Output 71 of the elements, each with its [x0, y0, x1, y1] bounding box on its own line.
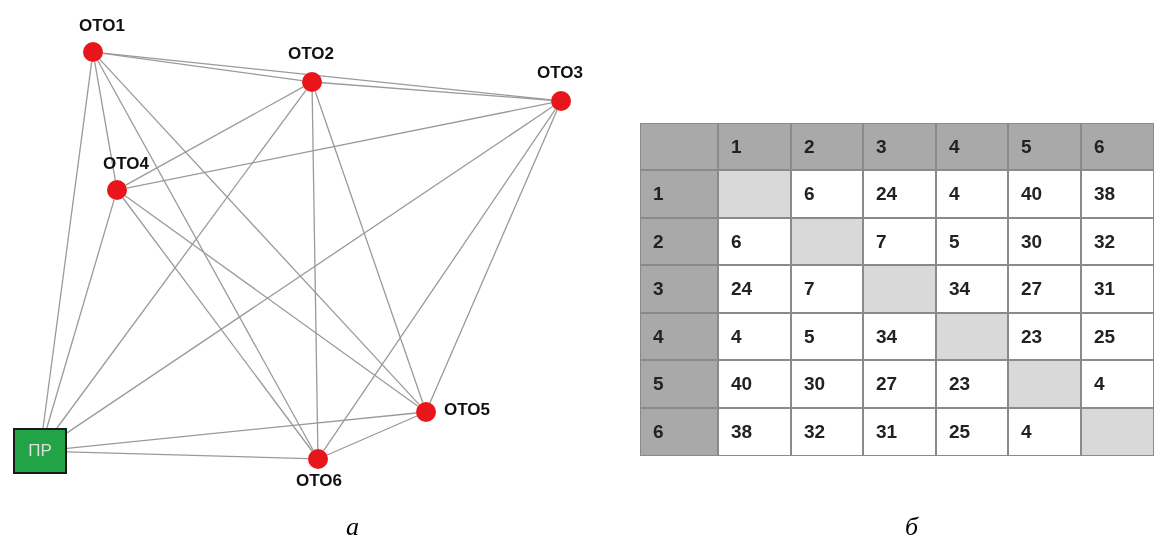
table-cell: 31: [863, 408, 936, 456]
process-box: ПР: [13, 428, 67, 474]
connector-line: [94, 61, 116, 181]
connector-line: [42, 61, 93, 429]
connector-line: [66, 451, 309, 460]
table-cell: 31: [1081, 265, 1154, 313]
header-cell: 6: [1081, 123, 1154, 170]
connector-line: [66, 105, 554, 434]
vertex-label: ОТО3: [537, 63, 583, 83]
table-cell: 24: [718, 265, 791, 313]
connector-line: [97, 60, 314, 451]
connector-line: [46, 198, 115, 429]
table-cell: 25: [1081, 313, 1154, 360]
table-cell: 23: [1008, 313, 1081, 360]
connector-line: [321, 82, 552, 101]
connector-line: [66, 412, 417, 449]
header-cell: 2: [640, 218, 718, 265]
table-cell: 32: [1081, 218, 1154, 265]
vertex-label: ОТО4: [103, 154, 149, 174]
table-cell: 32: [791, 408, 863, 456]
panel-caption: а: [346, 512, 359, 542]
table-cell: 5: [936, 218, 1008, 265]
table-cell: 23: [936, 360, 1008, 408]
connector-line: [99, 58, 420, 406]
vertex-label: ОТО2: [288, 44, 334, 64]
table-cell: 4: [1008, 408, 1081, 456]
table-cell: 34: [863, 313, 936, 360]
table-cell: 38: [718, 408, 791, 456]
header-cell: 6: [640, 408, 718, 456]
table-cell: 6: [718, 218, 791, 265]
connector-line: [56, 89, 307, 429]
table-cell: 7: [791, 265, 863, 313]
table-cell: 4: [718, 313, 791, 360]
header-cell: 1: [718, 123, 791, 170]
table-cell: 6: [791, 170, 863, 218]
connector-line: [326, 415, 418, 456]
connector-line: [125, 86, 304, 186]
connector-line: [124, 195, 419, 407]
table-cell: 25: [936, 408, 1008, 456]
connector-line: [311, 91, 319, 450]
header-cell: 3: [640, 265, 718, 313]
header-cell: 2: [791, 123, 863, 170]
connector-line: [126, 102, 552, 189]
table-cell: 30: [791, 360, 863, 408]
connector-line: [429, 109, 558, 404]
header-cell: 5: [1008, 123, 1081, 170]
connector-line: [122, 197, 313, 452]
table-cell: 30: [1008, 218, 1081, 265]
table-cell: 34: [936, 265, 1008, 313]
table-cell: 24: [863, 170, 936, 218]
vertex-label: ОТО1: [79, 16, 125, 36]
header-cell: 4: [640, 313, 718, 360]
table-cell: 38: [1081, 170, 1154, 218]
header-cell: 3: [863, 123, 936, 170]
table-cell: 40: [1008, 170, 1081, 218]
table-cell: 27: [1008, 265, 1081, 313]
table-cell: 40: [718, 360, 791, 408]
table-cell: 4: [1081, 360, 1154, 408]
table-cell: 4: [936, 170, 1008, 218]
connector-line: [102, 52, 552, 101]
connector-line: [322, 108, 557, 452]
vertex-label: ОТО5: [444, 400, 490, 420]
table-cell: 5: [791, 313, 863, 360]
panel-caption: б: [905, 512, 919, 542]
table-cell: 7: [863, 218, 936, 265]
header-cell: 1: [640, 170, 718, 218]
connector-line: [314, 90, 424, 404]
header-cell: 5: [640, 360, 718, 408]
vertex-label: ОТО6: [296, 471, 342, 491]
header-cell: 4: [936, 123, 1008, 170]
table-cell: 27: [863, 360, 936, 408]
